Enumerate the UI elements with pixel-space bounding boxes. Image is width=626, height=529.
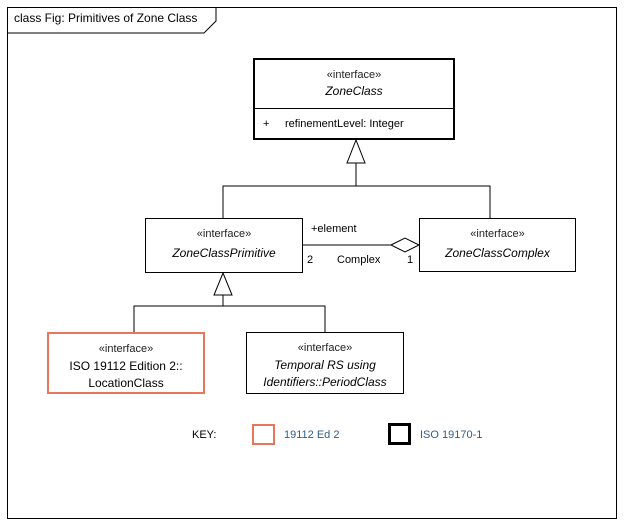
zone-class-stereotype: «interface»	[326, 69, 382, 81]
key-item-19112-label: 19112 Ed 2	[284, 429, 340, 441]
key-label: KEY:	[192, 429, 217, 441]
period-class-box[interactable]: «interface» Temporal RS using Identifier…	[246, 332, 404, 394]
location-class-name-line1: ISO 19112 Edition 2::	[69, 359, 183, 373]
zone-class-name: ZoneClass	[325, 84, 383, 98]
frame-title: class Fig: Primitives of Zone Class	[14, 11, 198, 25]
key-item-19170-label: ISO 19170-1	[420, 429, 483, 441]
diagram-frame	[7, 7, 617, 519]
zone-class-divider	[255, 108, 453, 109]
association-name: Complex	[337, 254, 381, 266]
association-role-label: +element	[311, 223, 357, 235]
location-class-box[interactable]: «interface» ISO 19112 Edition 2:: Locati…	[47, 332, 205, 394]
association-mult-primitive: 2	[307, 254, 314, 266]
zone-class-primitive-name: ZoneClassPrimitive	[172, 246, 276, 260]
association-mult-complex: 1	[407, 254, 414, 266]
zone-class-box[interactable]: «interface» ZoneClass + refinementLevel:…	[253, 58, 455, 140]
zone-class-primitive-stereotype: «interface»	[196, 228, 252, 240]
location-class-stereotype: «interface»	[98, 343, 154, 355]
zone-class-complex-box[interactable]: «interface» ZoneClassComplex	[419, 218, 576, 272]
generalization-arrow-zoneclass	[346, 138, 366, 164]
generalization-line-zoneclass	[222, 185, 491, 218]
key-swatch-19112	[252, 424, 275, 445]
zone-class-primitive-box[interactable]: «interface» ZoneClassPrimitive	[145, 218, 303, 273]
location-class-name-line2: LocationClass	[88, 376, 164, 390]
period-class-name-line2: Identifiers::PeriodClass	[263, 375, 387, 389]
aggregation-diamond	[389, 237, 421, 253]
period-class-stereotype: «interface»	[297, 342, 353, 354]
zone-class-complex-stereotype: «interface»	[470, 228, 525, 240]
generalization-line-primitive	[133, 305, 326, 332]
generalization-arrow-primitive	[213, 271, 233, 296]
key-swatch-19170	[388, 423, 411, 445]
zone-class-attribute-visibility: +	[263, 118, 270, 130]
frame-tab-outline	[7, 7, 217, 34]
zone-class-complex-name: ZoneClassComplex	[445, 246, 550, 260]
period-class-name-line1: Temporal RS using	[274, 358, 376, 372]
zone-class-attribute: refinementLevel: Integer	[285, 118, 404, 130]
